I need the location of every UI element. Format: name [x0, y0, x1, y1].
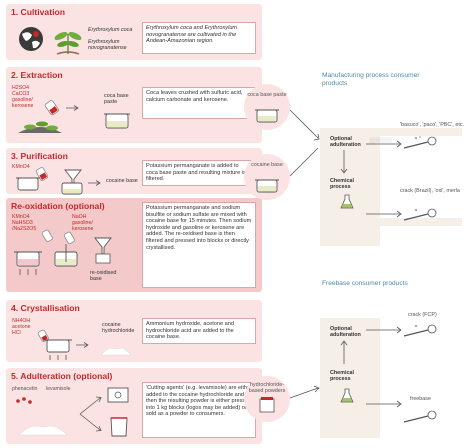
bag-icon [110, 417, 128, 437]
step-crystallisation: 4. Crystallisation NH4OH acetone HCl coc… [6, 300, 262, 362]
jar-icon [259, 397, 275, 413]
chemical-label: kerosene [12, 103, 34, 109]
chemical-label: NH4OH [12, 318, 31, 324]
powder-pile-icon [18, 425, 68, 436]
circle-label: coca base paste [247, 92, 287, 98]
flask-icon [340, 194, 354, 209]
chemical-label: kerosene [72, 226, 94, 232]
step-cultivation: 1. Cultivation Erythroxylum coca Erythro… [6, 4, 262, 60]
step-description: Ammonium hydroxide, acetone and hydrochl… [142, 318, 256, 344]
chemical-label: acetone [12, 324, 31, 330]
circle-label: cocaine base [251, 162, 283, 168]
section-title-freebase: Freebase consumer products [322, 280, 408, 287]
step-description: Coca leaves crushed with sulfuric acid, … [142, 87, 256, 119]
smoking-pipe-icon [403, 410, 437, 423]
step-purification: 3. Purification KMnO4 cocaine base Potas… [6, 148, 262, 195]
product-label: crack (Brazil), 'oxi', merla [400, 188, 460, 194]
bottle-icon [35, 167, 49, 181]
coca-plant-icon [54, 31, 82, 55]
pills-icon [16, 397, 32, 404]
chemical-label: /Na2S2O5 [12, 226, 37, 232]
chemical-label: phenacetin [12, 386, 38, 392]
package-icon [107, 387, 129, 403]
product-label: re-oxidised base [90, 270, 117, 282]
step-description: Potassium permanganate is added to coca … [142, 160, 256, 186]
plant-name-novogranatense: Erythroxylum novogranatense [88, 39, 127, 51]
chemical-label: KMnO4 [12, 214, 30, 220]
bottle-icon [37, 329, 49, 342]
chemical-label: H2SO4 [12, 85, 30, 91]
step-description: 'Cutting agents' (e.g. levamisole) are e… [142, 382, 256, 438]
bottle-icon [41, 229, 53, 242]
pot-icon [255, 179, 279, 193]
step-title: 4. Crystallisation [11, 303, 80, 313]
globe-icon [19, 27, 43, 51]
product-label: coca base paste [104, 93, 129, 105]
step-description: Erythroxylum coca and Erythroxylum novog… [142, 22, 256, 54]
bottle-icon [44, 100, 59, 116]
product-label: cocaine base [106, 178, 138, 184]
pot-icon [255, 109, 279, 123]
chemical-label: gasoline/ [72, 220, 93, 226]
node-optional-adulteration: Optional adulteration [330, 136, 361, 149]
chemical-label: NaOH [72, 214, 87, 220]
chemical-label: HCl [12, 330, 21, 336]
pot-icon [61, 182, 83, 195]
step-title: Re-oxidation (optional) [11, 201, 105, 211]
product-label: 'basuco', 'paco', 'PBC', etc. [400, 122, 465, 128]
arrow-icon [66, 105, 79, 111]
step-title: 3. Purification [11, 151, 68, 161]
smoking-pipe-icon [403, 208, 437, 221]
plant-name-coca: Erythroxylum coca [88, 27, 133, 33]
step-description: Potassium permanganate and sodium bisulf… [142, 202, 256, 288]
product-label: freebase [410, 396, 431, 402]
step-title: 1. Cultivation [11, 7, 65, 17]
pot-icon [16, 177, 40, 191]
leaves-pile-icon [18, 121, 62, 133]
step-extraction: 2. Extraction H2SO4 CaCO3 gasoline/ kero… [6, 67, 262, 143]
pot-icon [54, 244, 78, 267]
panel-freebase [320, 318, 380, 438]
product-label: crack (FCP) [408, 312, 437, 318]
split-arrow-icon [79, 396, 102, 432]
heated-pot-icon [44, 339, 72, 360]
chemical-label: KMnO4 [12, 164, 30, 170]
heated-pot-icon [14, 251, 42, 275]
smoking-pipe-icon [403, 324, 437, 337]
smoking-pipe-icon [403, 136, 437, 149]
section-title-manufacturing: Manufacturing process consumer products [322, 72, 420, 87]
chemical-label: gasoline/ [12, 97, 33, 103]
chemical-label: CaCO3 [12, 91, 30, 97]
powder-pile-icon [100, 347, 132, 356]
arrow-icon [88, 180, 101, 186]
step-adulteration: 5. Adulteration (optional) phenacetin le… [6, 368, 262, 444]
panel-manufacturing [320, 128, 380, 246]
step-reoxidation: Re-oxidation (optional) KMnO4 NaHSO3 /Na… [6, 198, 262, 292]
chemical-label: NaHSO3 [12, 220, 33, 226]
step-title: 5. Adulteration (optional) [11, 371, 113, 381]
node-chemical-process: Chemical process [330, 178, 354, 191]
arrow-icon [76, 342, 89, 348]
product-label: cocaine hydrochloride [102, 322, 135, 334]
filter-funnel-icon [94, 237, 112, 264]
node-chemical-process: Chemical process [330, 370, 354, 383]
pot-icon [104, 113, 130, 129]
step-title: 2. Extraction [11, 70, 63, 80]
chemical-label: levamisole [46, 386, 71, 392]
bottle-icon [63, 231, 75, 244]
flask-icon [340, 388, 354, 403]
circle-label: hydrochloride-based powders [248, 382, 286, 394]
node-optional-adulteration: Optional adulteration [330, 326, 361, 339]
